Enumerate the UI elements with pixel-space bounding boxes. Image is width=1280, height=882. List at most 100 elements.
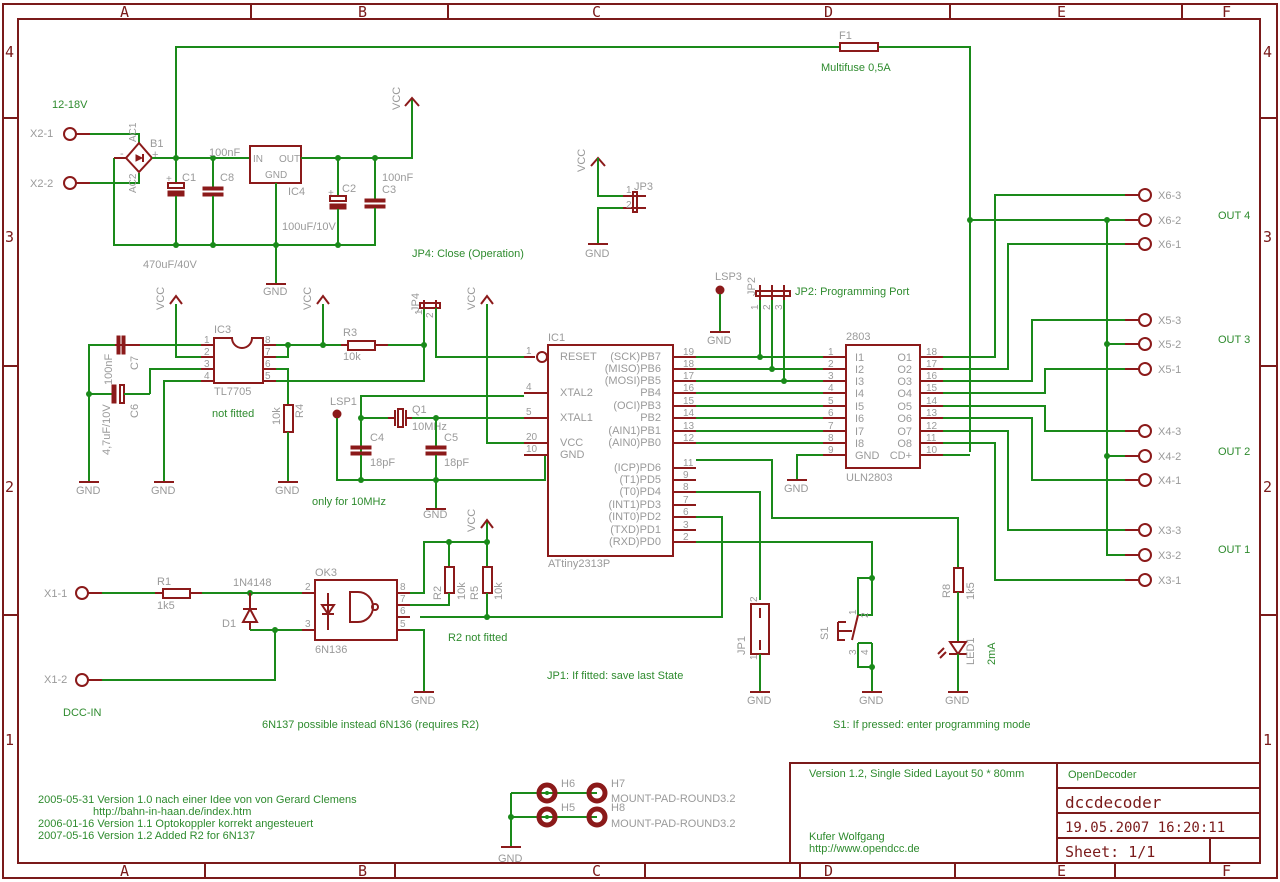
mounting-pads: GND H6 H5 H7 MOUNT-PAD-ROUND3.2 H8 MOUNT…: [498, 778, 735, 865]
dcc-input: X1-1 X1-2 DCC-IN R1 1k5 1N4148 D1: [44, 509, 507, 731]
revision-history: 2005-05-31 Version 1.0 nach einer Idee v…: [38, 794, 357, 842]
input-voltage-label: 12-18V: [52, 99, 88, 111]
r2-label: R2: [432, 586, 444, 600]
uln-out-pin-name: O6: [897, 413, 912, 425]
output-group-label: OUT 2: [1218, 446, 1250, 458]
jp3-pin2: 2: [626, 200, 632, 211]
ok3-part: 6N136: [315, 644, 347, 656]
q1-value: 10MHz: [412, 421, 447, 433]
s1-pin4: 4: [860, 649, 871, 655]
x1-1-label: X1-1: [44, 588, 67, 600]
uln-in-pin-number: 9: [828, 445, 834, 456]
vcc-label-r3: VCC: [302, 287, 314, 310]
uln-in-pin-name: I4: [855, 388, 864, 400]
output-terminal-label: X4-2: [1158, 451, 1181, 463]
vcc-label-ic3: VCC: [155, 287, 167, 310]
b1-ac2: AC2: [128, 173, 139, 193]
uln-out-pin-name: O2: [897, 364, 912, 376]
ic1-part: ATtiny2313P: [548, 558, 610, 570]
c1-label: C1: [182, 172, 196, 184]
ic1-pin-name: (AIN1)PB1: [608, 425, 661, 437]
uln-out-pin-number: 10: [926, 445, 938, 456]
gnd-label: GND: [263, 286, 288, 298]
ic3-pin5: 5: [265, 371, 271, 382]
col-label-c: C: [592, 3, 601, 21]
uln-in-pin-name: I6: [855, 413, 864, 425]
uln-out-pin-number: 13: [926, 408, 938, 419]
ic3-label: IC3: [214, 324, 231, 336]
c2-value: 100uF/10V: [282, 221, 336, 233]
history-line-3: 2006-01-16 Version 1.1 Optokoppler korre…: [38, 818, 313, 830]
row-label-1-right: 1: [1263, 731, 1272, 749]
ic1-pin-name: (AIN0)PB0: [608, 437, 661, 449]
capacitor-c4: C4 18pF: [350, 418, 395, 480]
output-terminal-label: X6-2: [1158, 215, 1181, 227]
lsp3-label: LSP3: [715, 271, 742, 283]
vcc-label: VCC: [391, 87, 403, 110]
jp1-pin1: 1: [749, 654, 760, 660]
ic1-pin-name: RESET: [560, 351, 597, 363]
regulator-ic4: IN OUT GND IC4: [249, 145, 305, 198]
ic1-pin-number: 9: [683, 470, 689, 481]
drawing-frame: [2, 3, 1278, 879]
output-terminal-label: X5-3: [1158, 315, 1181, 327]
ic1-pin-number: 11: [683, 458, 694, 469]
output-group-label: OUT 1: [1218, 544, 1250, 556]
row-label-3: 3: [5, 228, 14, 246]
uln-out-pin-name: O7: [897, 426, 912, 438]
s1-pin2: 2: [860, 612, 871, 618]
r5-label: R5: [469, 586, 481, 600]
ic3-pin8: 8: [265, 335, 271, 346]
title-author: Kufer Wolfgang: [809, 831, 885, 843]
capacitor-c6: C6 4,7uF/10V: [89, 384, 150, 455]
terminal-x1-1: [75, 586, 89, 600]
pb-bus-wires: [696, 356, 823, 444]
supervisor-ic3: IC3 TL7705 not fitted 1 2 3 4 8 7 6 5: [201, 324, 276, 420]
uln-out-pin-number: 18: [926, 347, 938, 358]
ic1-pin-name: (T0)PD4: [619, 486, 661, 498]
c7-label: C7: [129, 356, 141, 370]
s1-note: S1: If pressed: enter programming mode: [833, 719, 1030, 731]
ic1-pin-name: VCC: [560, 437, 583, 449]
c5-value: 18pF: [444, 457, 469, 469]
ic3-part: TL7705: [214, 386, 251, 398]
pad-h5: [536, 806, 558, 828]
output-terminal: [1138, 473, 1152, 487]
h8-part: MOUNT-PAD-ROUND3.2: [611, 818, 735, 830]
uln-in-pin-name: GND: [855, 450, 880, 462]
b1-minus: -: [120, 148, 124, 160]
ic1-pin-name: PB2: [640, 412, 661, 424]
ic1-pin-number: 13: [683, 421, 695, 432]
jp2-pin2: 2: [762, 304, 773, 310]
uln-in-pin-name: I7: [855, 426, 864, 438]
output-terminal: [1138, 188, 1152, 202]
row-label-3-right: 3: [1263, 228, 1272, 246]
ok3-pin7: 7: [400, 594, 406, 605]
lsp1-label: LSP1: [330, 396, 357, 408]
gnd-s1: GND: [859, 695, 884, 707]
output-wiring: [943, 194, 1125, 581]
capacitor-c2: + C2 100uF/10V: [282, 158, 356, 245]
resistor-r2: R2 10k: [410, 542, 468, 606]
svg-text:+: +: [328, 188, 334, 199]
jp3-gnd: GND: [585, 248, 610, 260]
ic4-in: IN: [253, 154, 263, 165]
jp3-vcc: VCC: [576, 149, 588, 172]
ic1-pin-name: (ICP)PD6: [614, 462, 661, 474]
gnd-c6: GND: [76, 485, 101, 497]
uln-in-pin-name: I1: [855, 352, 864, 364]
output-terminal-label: X5-1: [1158, 364, 1181, 376]
capacitor-c1: + C1 470uF/40V: [143, 158, 197, 271]
gnd-r4: GND: [275, 485, 300, 497]
resistor-r1: R1 1k5: [155, 576, 202, 612]
ic1-pin-number: 12: [683, 433, 695, 444]
title-version: Version 1.2, Single Sided Layout 50 * 80…: [809, 768, 1024, 780]
ic1-pin-number: 16: [683, 383, 695, 394]
row-label-4: 4: [5, 43, 14, 61]
